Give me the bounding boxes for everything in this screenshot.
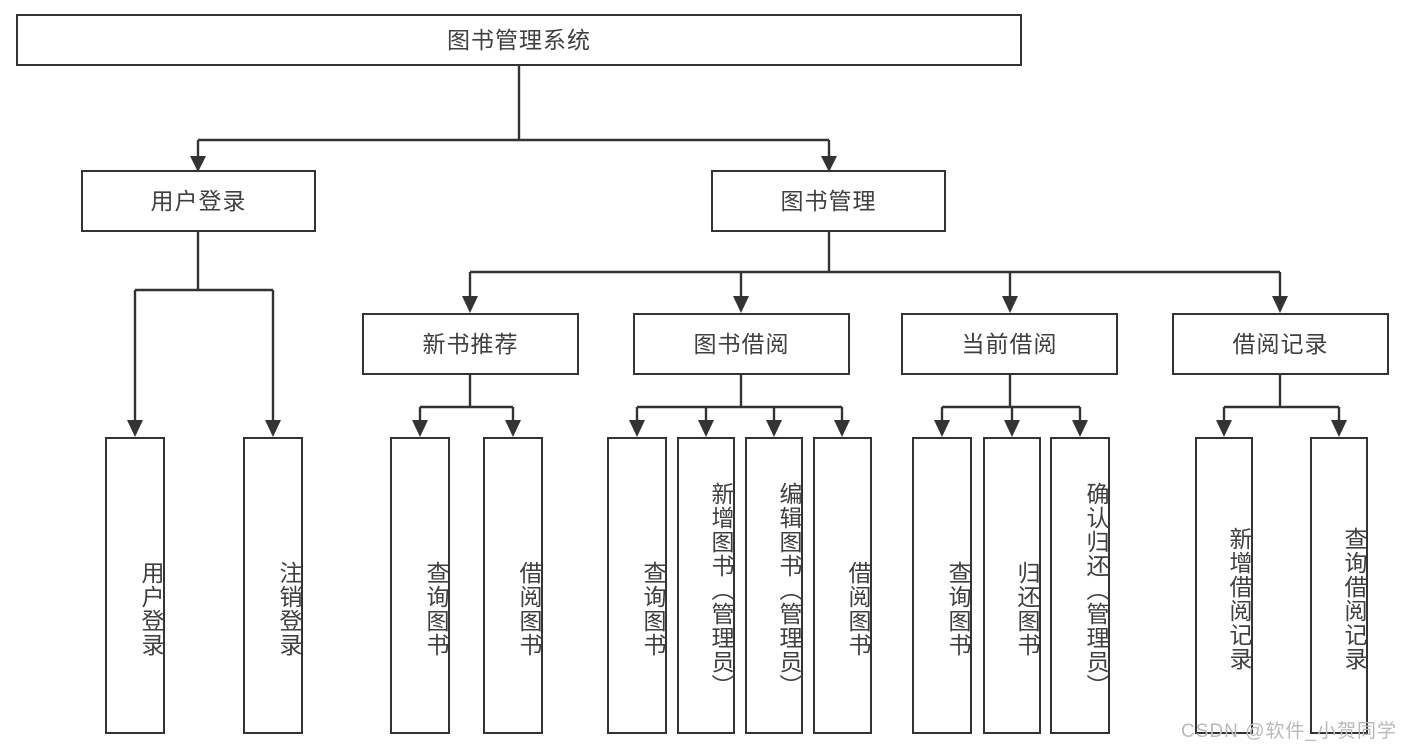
leaf-query-book-borrow[interactable]: 查询图书 — [607, 437, 667, 734]
node-label: 图书借阅 — [693, 330, 790, 357]
leaf-borrow-book[interactable]: 借阅图书 — [813, 437, 872, 734]
node-new-book-recommend[interactable]: 新书推荐 — [362, 313, 579, 375]
leaf-confirm-return-admin[interactable]: 确认归还（管理员） — [1050, 437, 1110, 734]
node-borrow-record[interactable]: 借阅记录 — [1172, 313, 1389, 375]
node-label: 查询借阅记录 — [1341, 526, 1367, 671]
node-label: 新增图书（管理员） — [708, 481, 734, 698]
leaf-edit-book-admin[interactable]: 编辑图书（管理员） — [745, 437, 803, 734]
leaf-return-book[interactable]: 归还图书 — [983, 437, 1041, 734]
node-label: 查询图书 — [423, 560, 449, 657]
leaf-add-borrow-record[interactable]: 新增借阅记录 — [1195, 437, 1253, 734]
leaf-query-book-current[interactable]: 查询图书 — [912, 437, 972, 734]
node-label: 新书推荐 — [422, 330, 519, 357]
leaf-query-book-new[interactable]: 查询图书 — [390, 437, 450, 734]
node-label: 借阅图书 — [845, 560, 871, 657]
node-label: 借阅图书 — [516, 560, 542, 657]
leaf-add-book-admin[interactable]: 新增图书（管理员） — [677, 437, 735, 734]
leaf-user-login[interactable]: 用户登录 — [105, 437, 165, 734]
node-book-management[interactable]: 图书管理 — [711, 170, 946, 232]
node-user-login[interactable]: 用户登录 — [81, 170, 316, 232]
node-label: 用户登录 — [150, 187, 247, 214]
node-root-system[interactable]: 图书管理系统 — [16, 14, 1022, 66]
node-label: 借阅记录 — [1232, 330, 1329, 357]
node-label: 查询图书 — [945, 560, 971, 657]
node-label: 新增借阅记录 — [1226, 526, 1252, 671]
node-label: 注销登录 — [276, 560, 302, 657]
leaf-user-logout[interactable]: 注销登录 — [243, 437, 303, 734]
node-current-borrow[interactable]: 当前借阅 — [901, 313, 1118, 375]
node-label: 查询图书 — [640, 560, 666, 657]
node-label: 确认归还（管理员） — [1083, 481, 1109, 698]
node-label: 归还图书 — [1014, 560, 1040, 657]
node-label: 编辑图书（管理员） — [776, 481, 802, 698]
node-label: 图书管理 — [780, 187, 877, 214]
csdn-watermark: CSDN @软件_小贺同学 — [1181, 721, 1397, 742]
node-label: 当前借阅 — [961, 330, 1058, 357]
leaf-query-borrow-record[interactable]: 查询借阅记录 — [1310, 437, 1368, 734]
node-label: 图书管理系统 — [447, 26, 591, 53]
leaf-borrow-book-new[interactable]: 借阅图书 — [483, 437, 543, 734]
node-book-borrow[interactable]: 图书借阅 — [633, 313, 850, 375]
node-label: 用户登录 — [138, 560, 164, 657]
